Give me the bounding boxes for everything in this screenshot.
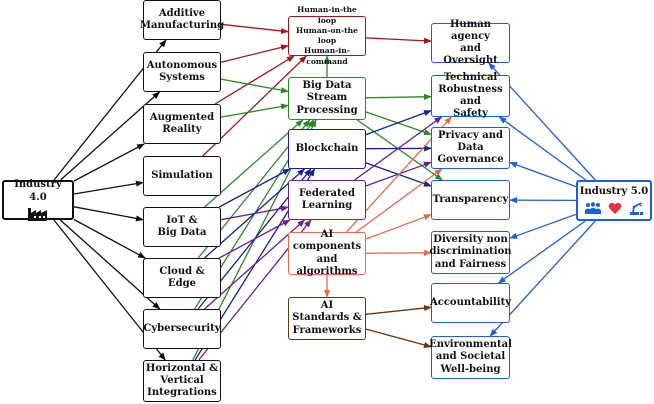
edge-human-to-agency bbox=[365, 37, 432, 44]
req-technical-robustness: Technical Robustness and Safety bbox=[431, 72, 510, 119]
edge-federated-to-robust bbox=[354, 116, 443, 181]
edge-blockchain-to-robust bbox=[365, 109, 432, 136]
edge-standards-to-environment bbox=[365, 328, 432, 348]
edge-industry40-to-iot bbox=[73, 206, 144, 222]
edge-industry50-to-diversity bbox=[509, 213, 577, 239]
edge-iot-to-blockchain bbox=[218, 168, 291, 208]
heart-icon bbox=[608, 202, 622, 214]
federated-learning-node: Federated Learning bbox=[288, 180, 366, 220]
edge-industry40-to-cloud bbox=[73, 218, 146, 259]
req-human-agency: Human agency and Oversight bbox=[431, 19, 510, 66]
blockchain-node: Blockchain bbox=[288, 129, 366, 169]
edge-cloud-to-federated bbox=[218, 219, 291, 259]
tech-cybersecurity: Cybersecurity bbox=[143, 309, 221, 349]
req-label: Accountability bbox=[429, 296, 512, 308]
edge-industry50-to-privacy bbox=[509, 161, 577, 188]
tech-label: Horizontal & Vertical Integrations bbox=[145, 362, 219, 399]
edge-ai-to-privacy bbox=[355, 168, 443, 233]
edge-cyber-to-federated bbox=[204, 219, 306, 310]
edge-industry50-to-accountability bbox=[497, 220, 586, 284]
req-label: Diversity non discrimination and Fairnes… bbox=[429, 234, 512, 270]
req-label: Technical Robustness and Safety bbox=[438, 71, 503, 120]
industry-4-0-label: Industry 4.0 bbox=[14, 179, 62, 203]
industry-5-0-node: Industry 5.0 bbox=[576, 180, 652, 221]
req-accountability: Accountability bbox=[429, 283, 512, 323]
tech-label: Additive Manufacturing bbox=[139, 7, 225, 31]
middle-label: Federated Learning bbox=[299, 187, 355, 211]
edge-ai-to-transparency bbox=[365, 214, 432, 240]
tech-additive-manufacturing: Additive Manufacturing bbox=[139, 0, 225, 40]
tech-cloud-edge: Cloud & Edge bbox=[143, 258, 221, 298]
tech-label: Augmented Reality bbox=[149, 111, 215, 135]
big-data-stream-processing-node: Big Data Stream Processing bbox=[288, 77, 366, 120]
edge-bigdata-to-transparency bbox=[357, 119, 443, 181]
middle-label: Human-in-the loop Human-on-the loop Huma… bbox=[296, 5, 358, 66]
edge-augmented-to-human bbox=[214, 55, 295, 105]
req-environmental-wellbeing: Environmental and Societal Well-being bbox=[429, 336, 512, 379]
tech-augmented-reality: Augmented Reality bbox=[143, 104, 221, 144]
robot-arm-icon bbox=[630, 202, 643, 216]
middle-label: AI components and algorithms bbox=[292, 229, 362, 277]
middle-label: AI Standards & Frameworks bbox=[292, 300, 362, 336]
req-diversity-fairness: Diversity non discrimination and Fairnes… bbox=[429, 231, 512, 274]
edge-augmented-to-bigdata bbox=[220, 103, 289, 118]
tech-label: IoT & Big Data bbox=[157, 214, 207, 238]
edge-additive-to-human bbox=[220, 23, 289, 35]
edge-autonomous-to-bigdata bbox=[220, 78, 289, 94]
ai-components-node: AI components and algorithms bbox=[288, 229, 366, 277]
req-label: Environmental and Societal Well-being bbox=[429, 339, 512, 375]
tech-iot-big-data: IoT & Big Data bbox=[143, 207, 221, 247]
req-label: Privacy and Data Governance bbox=[437, 129, 504, 166]
edge-industry50-to-robust bbox=[498, 116, 587, 181]
people-icon bbox=[585, 201, 601, 214]
tech-label: Cybersecurity bbox=[143, 322, 221, 334]
tech-label: Simulation bbox=[151, 169, 213, 181]
edge-bigdata-to-robust bbox=[365, 93, 432, 100]
industry-5-0-label: Industry 5.0 bbox=[579, 185, 649, 197]
edge-industry40-to-augmented bbox=[73, 143, 145, 182]
req-label: Human agency and Oversight bbox=[443, 18, 498, 67]
factory-icon bbox=[28, 207, 47, 221]
edge-iot-to-federated bbox=[220, 205, 289, 221]
ai-standards-frameworks-node: AI Standards & Frameworks bbox=[288, 297, 366, 340]
edge-standards-to-accountability bbox=[365, 304, 432, 315]
req-label: Transparency bbox=[432, 193, 509, 205]
tech-simulation: Simulation bbox=[143, 156, 221, 196]
edge-industry40-to-simulation bbox=[73, 180, 144, 195]
edge-autonomous-to-human bbox=[220, 44, 289, 63]
tech-horizontal-vertical-integrations: Horizontal & Vertical Integrations bbox=[143, 360, 221, 402]
middle-label: Big Data Stream Processing bbox=[296, 80, 358, 116]
tech-autonomous-systems: Autonomous Systems bbox=[143, 52, 221, 92]
req-transparency: Transparency bbox=[431, 180, 510, 220]
middle-label: Blockchain bbox=[295, 142, 359, 154]
industry-4-0-node: Industry 4.0 bbox=[2, 179, 74, 221]
human-loop-node: Human-in-the loop Human-on-the loop Huma… bbox=[288, 5, 366, 66]
tech-label: Autonomous Systems bbox=[146, 59, 218, 83]
req-privacy-data-governance: Privacy and Data Governance bbox=[431, 127, 510, 169]
tech-label: Cloud & Edge bbox=[159, 265, 205, 289]
